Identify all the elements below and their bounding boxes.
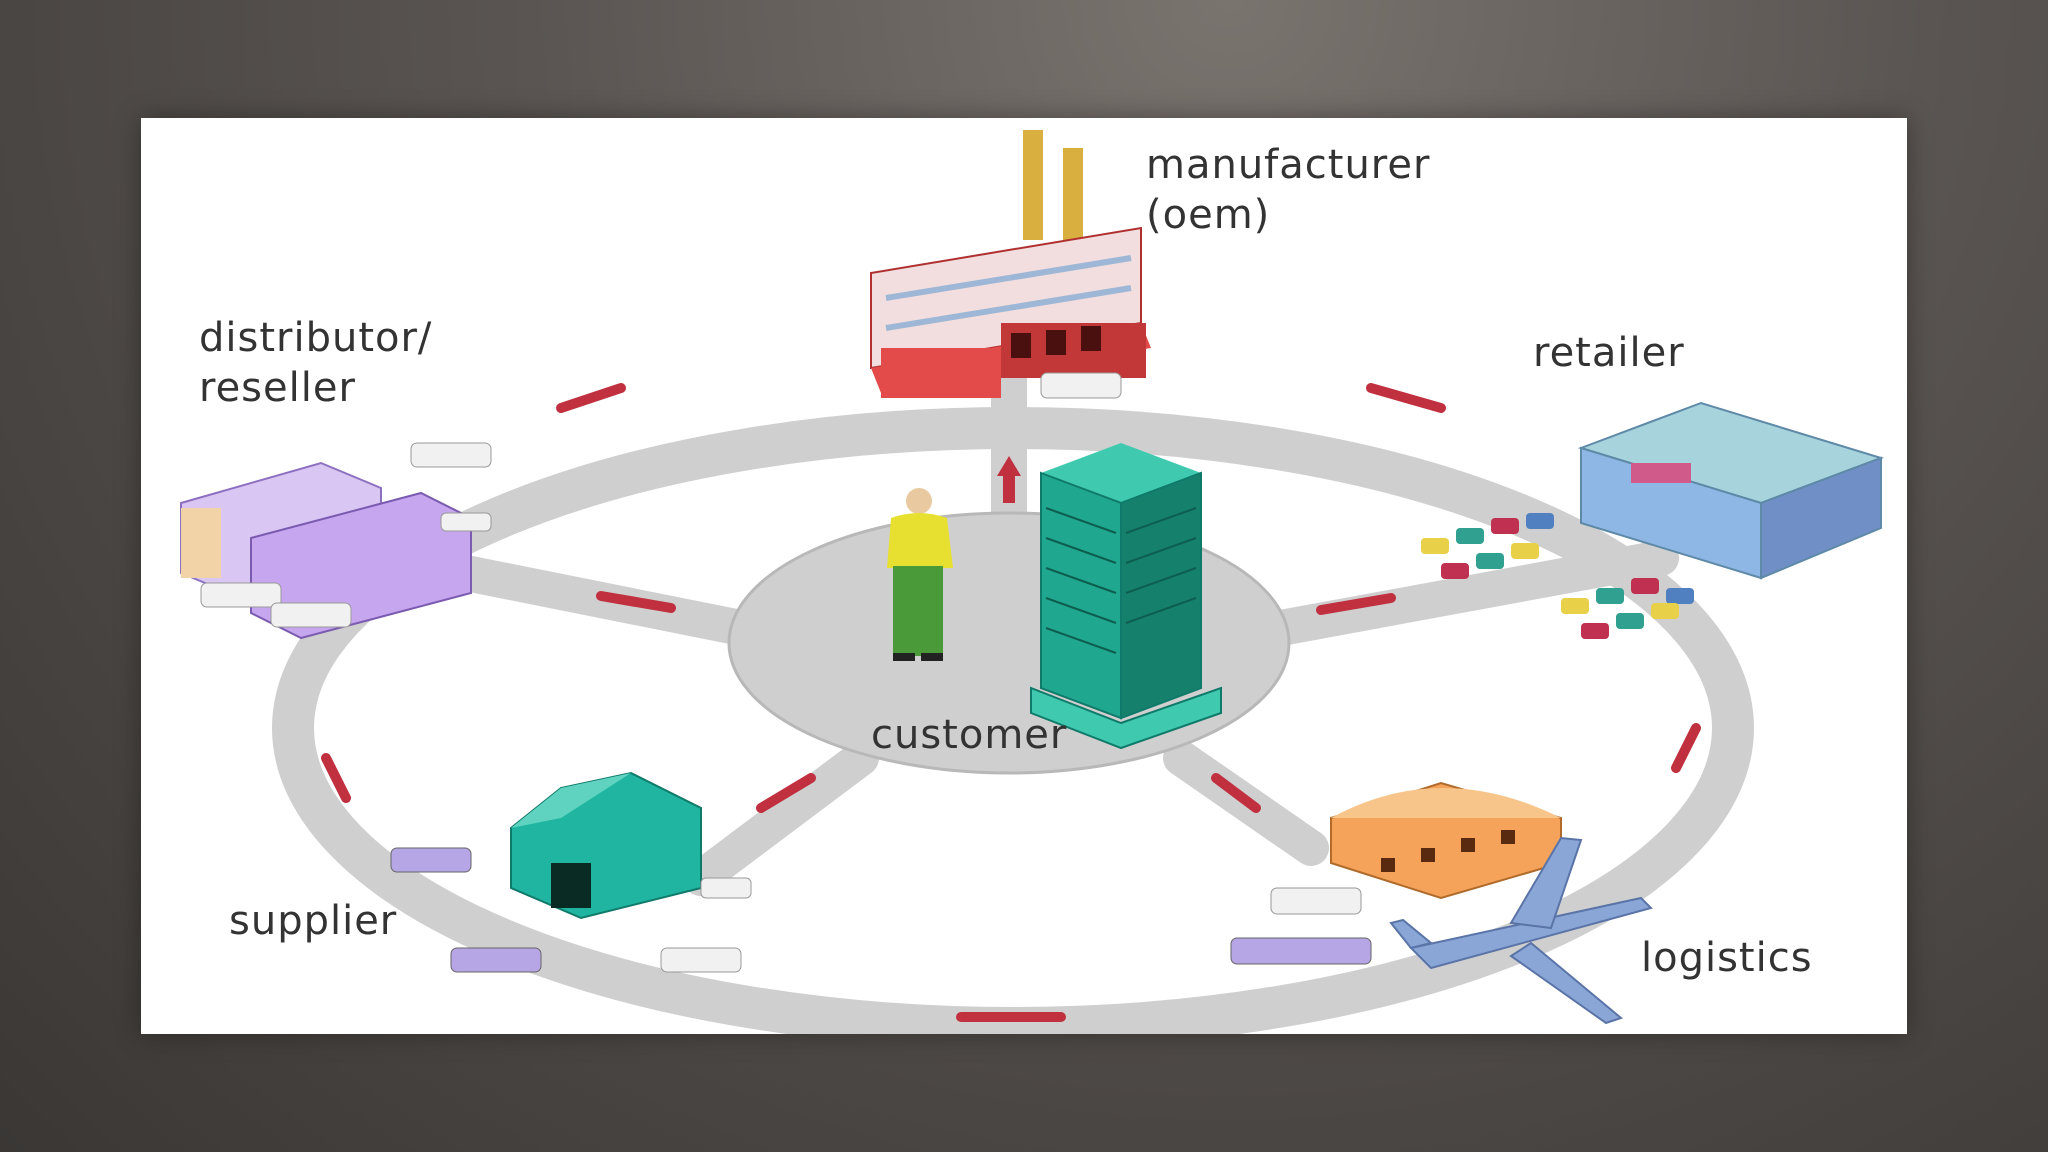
supplier-warehouse-icon — [390, 771, 752, 973]
manufacturer-label: manufacturer (oem) — [1146, 140, 1430, 240]
retailer-label: retailer — [1533, 330, 1685, 376]
person-icon — [887, 488, 953, 661]
supplier-label: supplier — [229, 898, 398, 944]
manufacturer-label-line1: manufacturer — [1146, 142, 1431, 188]
distributor-label-line2: reseller — [199, 365, 356, 411]
airplane-icon — [1389, 836, 1653, 1025]
diagram-slide: manufacturer (oem) distributor/ reseller… — [141, 118, 1907, 1034]
factory-icon — [870, 130, 1151, 399]
distributor-label: distributor/ reseller — [199, 313, 432, 413]
retailer-store-icon — [1421, 401, 1885, 639]
manufacturer-label-line2: (oem) — [1146, 192, 1271, 238]
logistics-hangar-icon — [1230, 781, 1562, 965]
logistics-label: logistics — [1641, 935, 1813, 981]
office-tower-icon — [1030, 443, 1222, 750]
spoke-roads — [423, 340, 1679, 896]
parking-cars — [1421, 513, 1694, 639]
customer-label: customer — [871, 712, 1068, 758]
supply-chain-diagram — [180, 130, 1885, 1034]
distributor-label-line1: distributor/ — [199, 315, 433, 361]
road-markers — [321, 383, 1701, 1022]
distributor-warehouse-icon — [180, 442, 492, 640]
arrow-up-icon — [997, 456, 1021, 503]
